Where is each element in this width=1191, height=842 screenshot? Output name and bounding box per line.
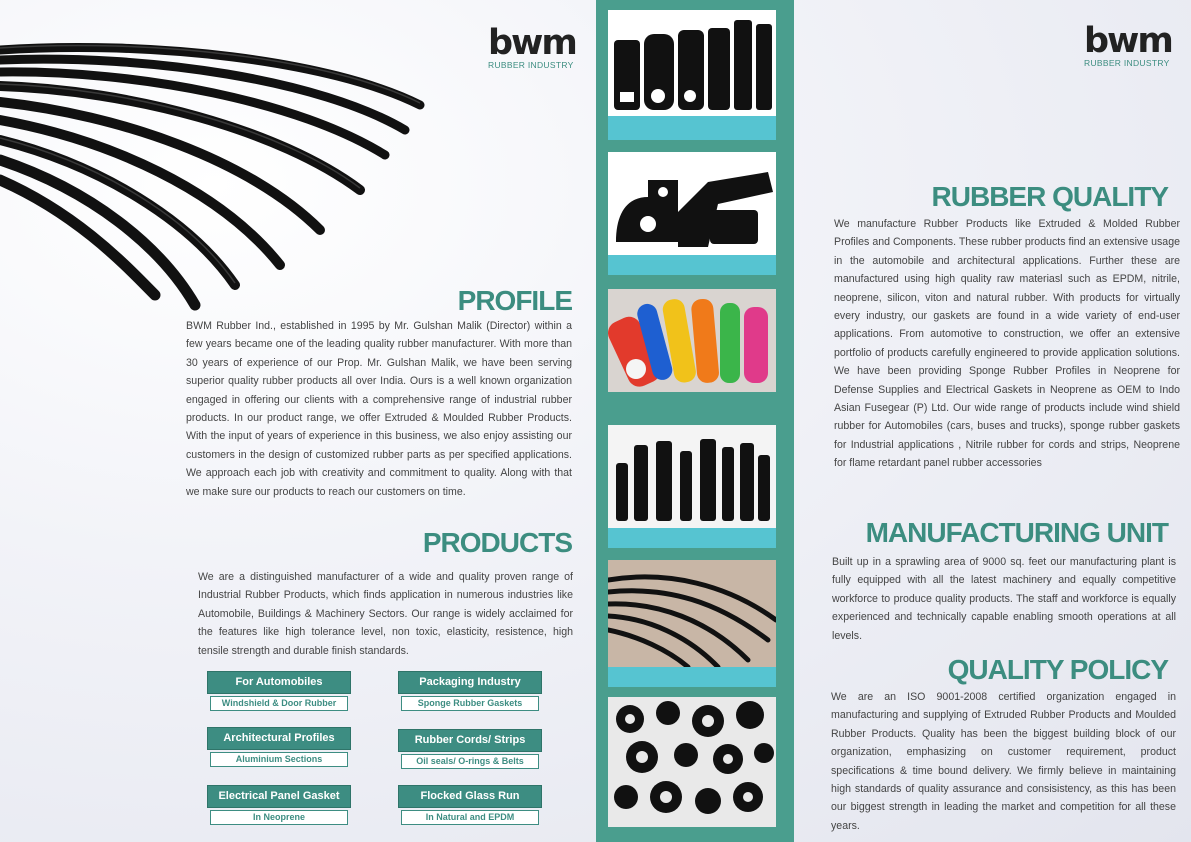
product-box-packaging: Packaging Industry Sponge Rubber Gaskets (398, 671, 542, 711)
quality-policy-text: We are an ISO 9001-2008 certified organi… (831, 691, 1176, 832)
product-box-sub: Aluminium Sections (210, 752, 348, 767)
left-panel: bwm RUBBER INDUSTRY PROFILE BWM Rubber I… (0, 23, 578, 825)
photo-caption-band (608, 116, 776, 140)
product-photo-black-profiles (608, 425, 776, 528)
manufacturing-text: Built up in a sprawling area of 9000 sq.… (832, 556, 1176, 642)
product-box-title: Electrical Panel Gasket (207, 785, 351, 808)
photo-caption-band (608, 667, 776, 687)
product-photo-extruded-profiles (608, 10, 776, 116)
product-photo-colored-silicone (608, 289, 776, 392)
photo-caption-band (608, 255, 776, 275)
product-box-sub: Sponge Rubber Gaskets (401, 696, 539, 711)
quality-policy-heading: QUALITY POLICY (947, 654, 1169, 685)
product-box-sub: Oil seals/ O-rings & Belts (401, 754, 539, 769)
product-box-title: For Automobiles (207, 671, 351, 694)
logo-subtitle: RUBBER INDUSTRY (488, 60, 574, 70)
profile-heading: PROFILE (457, 285, 573, 316)
product-box-title: Architectural Profiles (207, 727, 351, 750)
products-text: We are a distinguished manufacturer of a… (198, 571, 573, 657)
product-box-architectural: Architectural Profiles Aluminium Section… (207, 727, 351, 767)
product-box-title: Flocked Glass Run Channel (398, 785, 542, 823)
product-box-sub: In Neoprene (210, 810, 348, 825)
product-box-cords: Rubber Cords/ Strips Oil seals/ O-rings … (398, 729, 542, 769)
product-box-title: Rubber Cords/ Strips (398, 729, 542, 752)
logo-mark: bwm (488, 23, 578, 63)
manufacturing-heading: MANUFACTURING UNIT (865, 517, 1169, 548)
product-photo-molded-parts (608, 697, 776, 827)
product-box-sub: In Natural and EPDM (401, 810, 539, 825)
profile-text: BWM Rubber Ind., established in 1995 by … (186, 320, 572, 498)
rubber-strips-image (0, 43, 425, 311)
photo-caption-band (608, 528, 776, 548)
logo-subtitle: RUBBER INDUSTRY (1084, 58, 1170, 68)
rubber-quality-text: We manufacture Rubber Products like Extr… (834, 218, 1180, 470)
brand-logo: bwm RUBBER INDUSTRY (488, 23, 578, 71)
product-box-electrical: Electrical Panel Gasket In Neoprene (207, 785, 351, 825)
right-panel: bwm RUBBER INDUSTRY RUBBER QUALITY We ma… (794, 0, 1191, 842)
product-box-flocked: Flocked Glass Run Channel In Natural and… (398, 785, 542, 825)
product-photo-e-profiles (608, 152, 776, 255)
products-heading: PRODUCTS (422, 527, 573, 558)
product-box-sub: Windshield & Door Rubber (210, 696, 348, 711)
photo-strip (596, 0, 794, 842)
product-box-title: Packaging Industry (398, 671, 542, 694)
product-photo-window-seals (608, 560, 776, 667)
brand-logo: bwm RUBBER INDUSTRY (1084, 21, 1174, 69)
product-box-automobiles: For Automobiles Windshield & Door Rubber (207, 671, 351, 711)
logo-mark: bwm (1084, 21, 1174, 61)
rubber-quality-heading: RUBBER QUALITY (931, 181, 1169, 212)
